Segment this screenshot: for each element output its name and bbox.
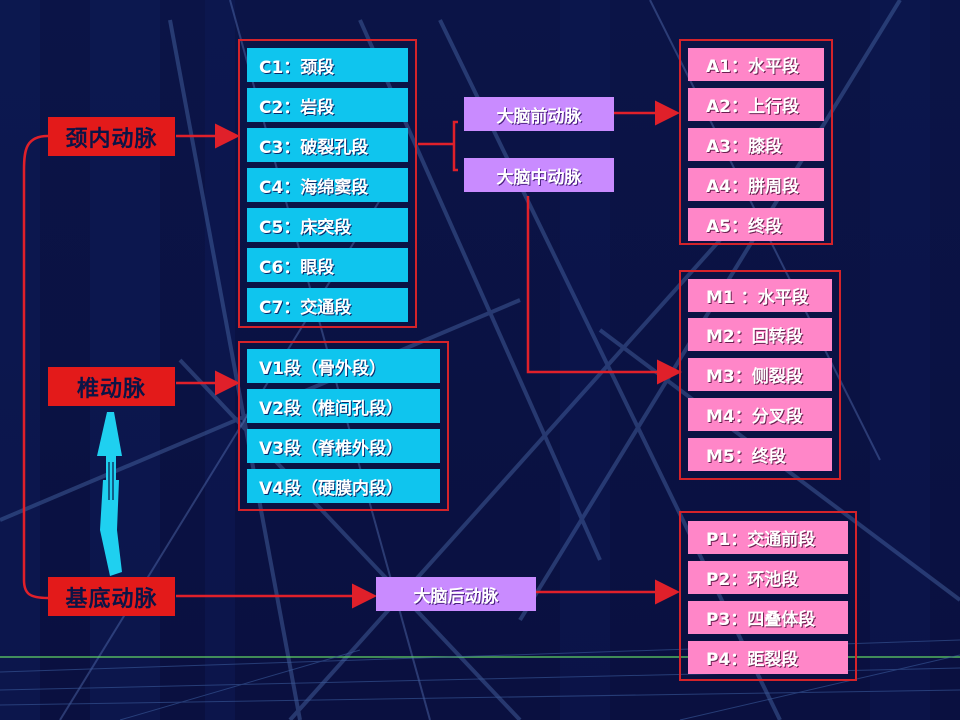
aca-segment-a5: A5：终段 [688, 208, 824, 241]
mca-segment-m5: M5：终段 [688, 438, 832, 471]
internal-carotid-artery-box: 颈内动脉 [48, 117, 175, 156]
carotid-segment-c3: C3：破裂孔段 [247, 128, 408, 162]
middle-cerebral-artery-box: 大脑中动脉 [464, 158, 614, 192]
mca-segment-m3: M3：侧裂段 [688, 358, 832, 391]
carotid-segment-c2: C2：岩段 [247, 88, 408, 122]
pca-segment-p2: P2：环池段 [688, 561, 848, 594]
carotid-segment-c6: C6：眼段 [247, 248, 408, 282]
basilar-artery-box: 基底动脉 [48, 577, 175, 616]
carotid-segment-c4: C4：海绵窦段 [247, 168, 408, 202]
vertebral-segment-v4: V4段（硬膜内段） [247, 469, 440, 503]
vertebrobasilar-connector [97, 412, 122, 576]
vertebral-segments-frame [238, 341, 449, 511]
pca-segment-p3: P3：四叠体段 [688, 601, 848, 634]
vertebral-artery-box: 椎动脉 [48, 367, 175, 406]
mca-segment-m2: M2：回转段 [688, 318, 832, 351]
pca-segments-frame [679, 511, 857, 681]
posterior-cerebral-artery-box: 大脑后动脉 [376, 577, 536, 611]
aca-segment-a1: A1：水平段 [688, 48, 824, 81]
vertebral-segment-v1: V1段（骨外段） [247, 349, 440, 383]
mca-segments-frame [679, 270, 841, 480]
pca-segment-p4: P4：距裂段 [688, 641, 848, 674]
carotid-segment-c1: C1：颈段 [247, 48, 408, 82]
carotid-segments-frame [238, 39, 417, 328]
vertebral-segment-v2: V2段（椎间孔段） [247, 389, 440, 423]
aca-segments-frame [679, 39, 833, 245]
aca-segment-a4: A4：胼周段 [688, 168, 824, 201]
aca-segment-a3: A3：膝段 [688, 128, 824, 161]
aca-segment-a2: A2：上行段 [688, 88, 824, 121]
mca-segment-m1: M1 ：水平段 [688, 279, 832, 312]
mca-segment-m4: M4：分叉段 [688, 398, 832, 431]
vertebral-segment-v3: V3段（脊椎外段） [247, 429, 440, 463]
pca-segment-p1: P1：交通前段 [688, 521, 848, 554]
carotid-segment-c5: C5：床突段 [247, 208, 408, 242]
anterior-cerebral-artery-box: 大脑前动脉 [464, 97, 614, 131]
carotid-segment-c7: C7：交通段 [247, 288, 408, 322]
